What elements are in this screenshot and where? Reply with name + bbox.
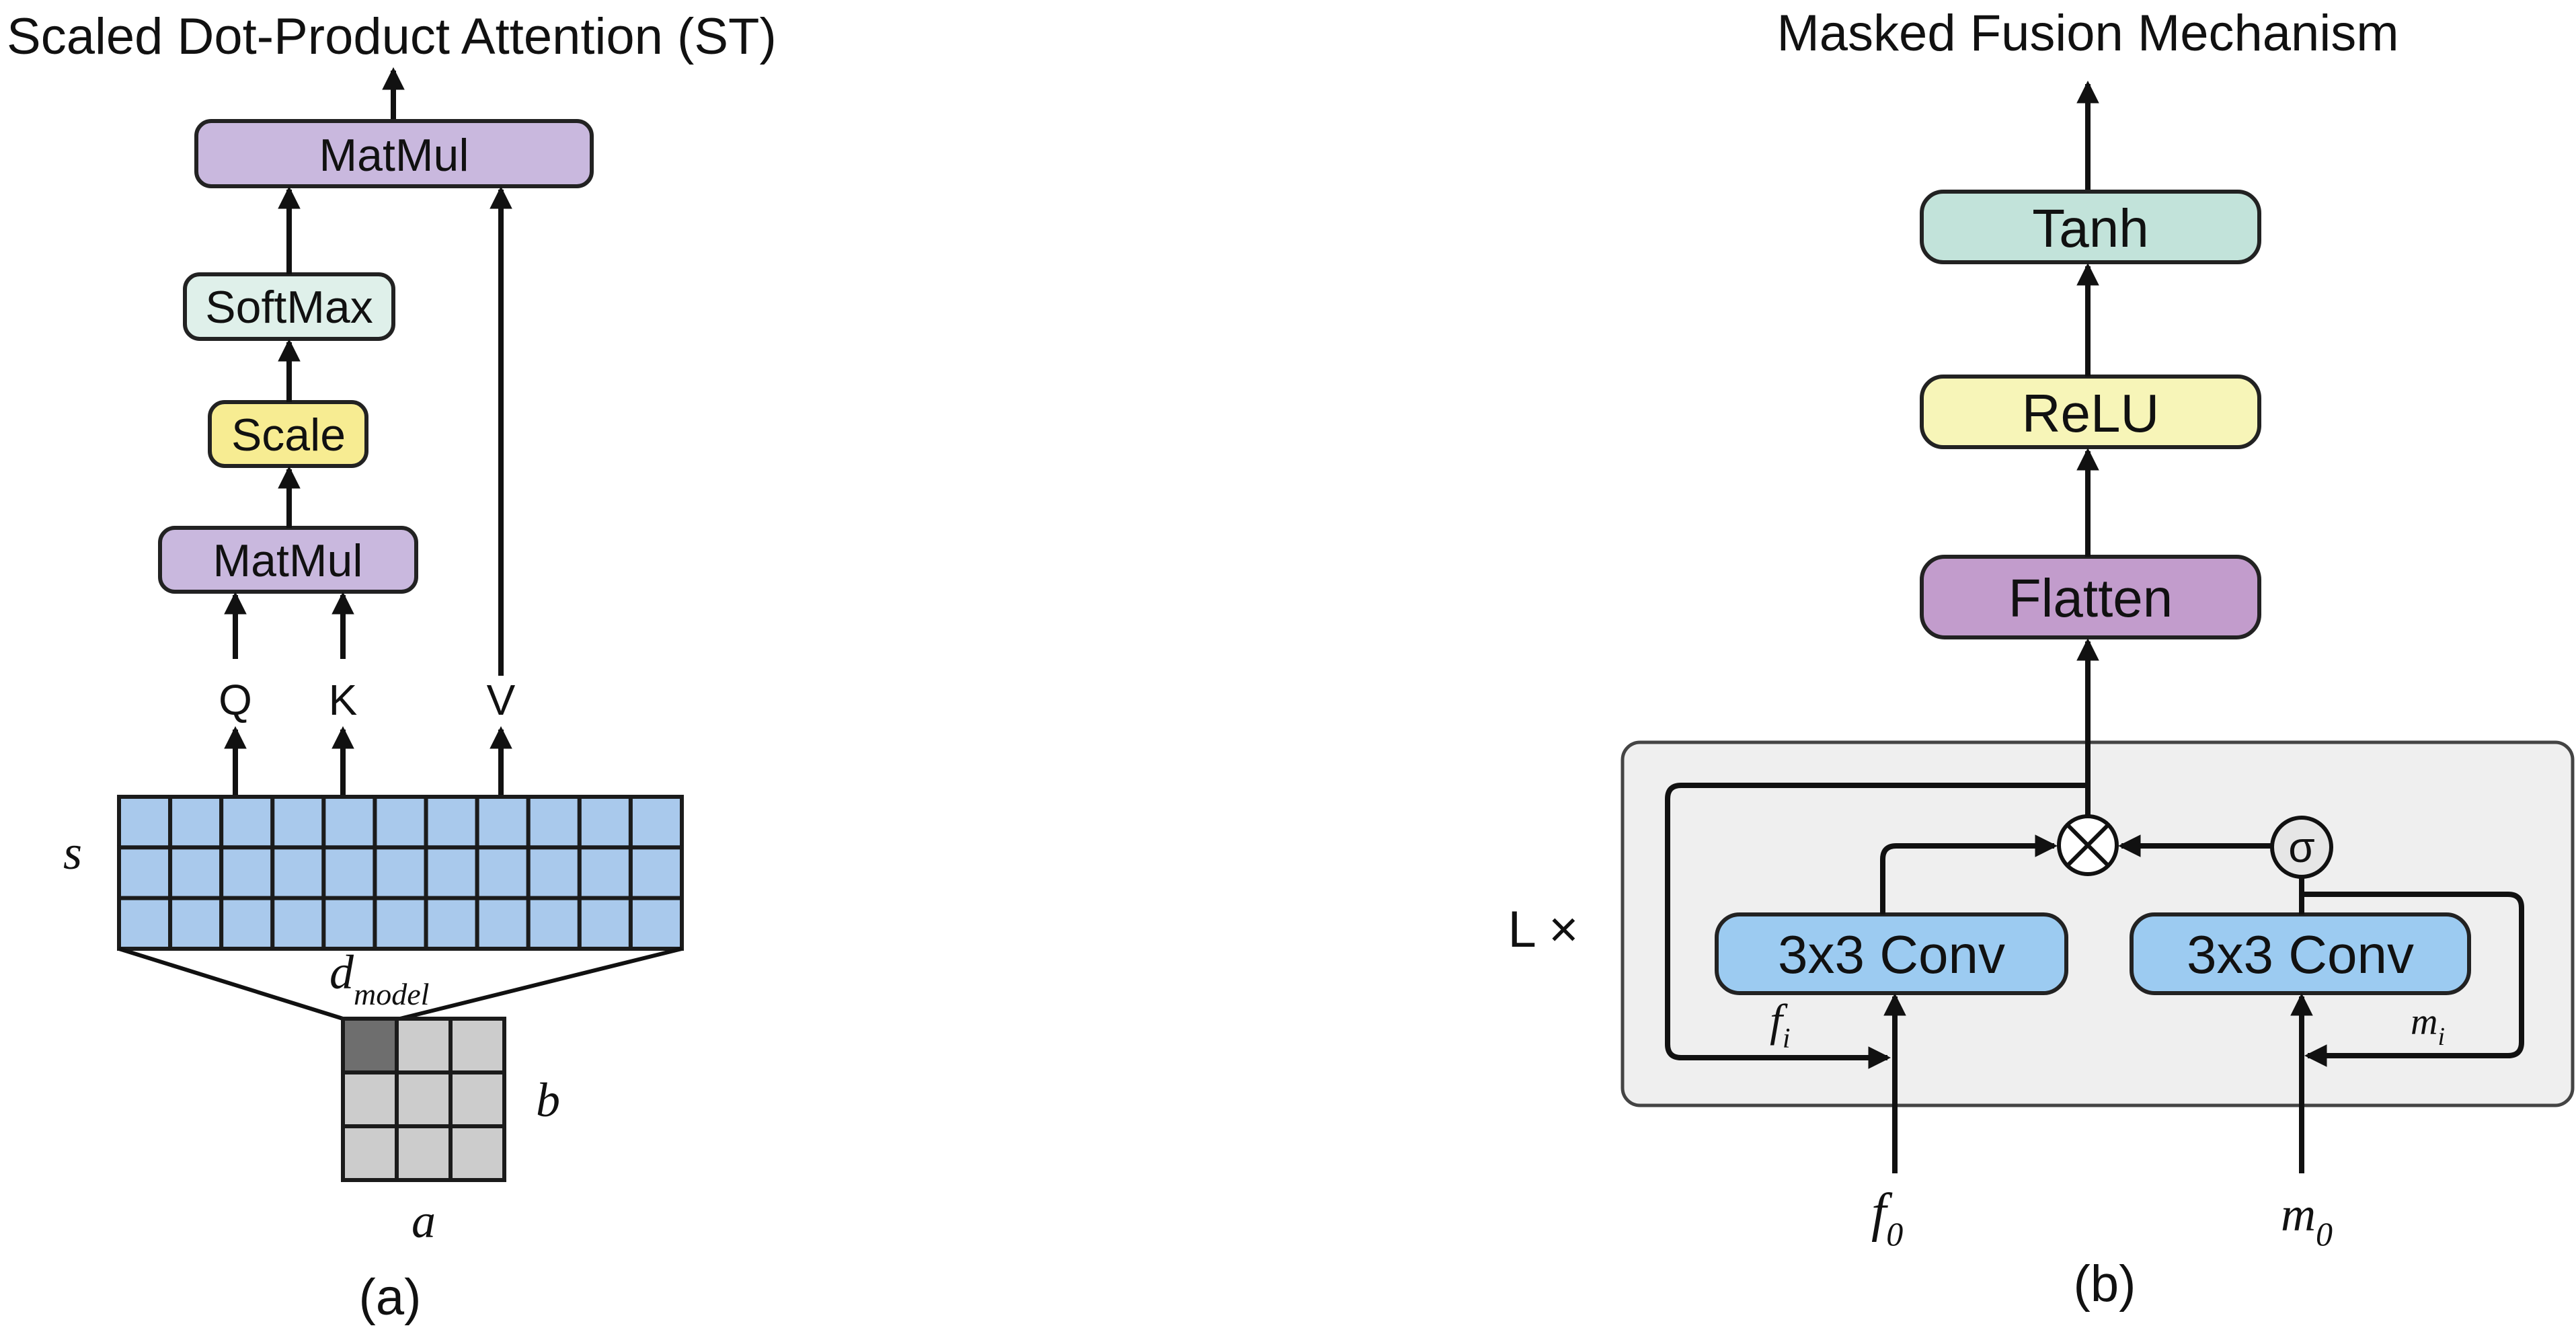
- grid-cell: [270, 795, 326, 850]
- caption-a: (a): [359, 1269, 422, 1326]
- softmax-label: SoftMax: [205, 282, 373, 333]
- token-embedding-grid: [117, 795, 685, 951]
- fi-subscript: i: [1783, 1023, 1791, 1054]
- patch-cell: [395, 1017, 453, 1074]
- panel-b: Masked Fusion Mechanism L × Tanh ReLU Fl…: [1508, 5, 2575, 1313]
- grid-cell: [270, 845, 326, 900]
- conv-right-label: 3x3 Conv: [2187, 925, 2414, 984]
- matmul-top-label: MatMul: [319, 130, 469, 181]
- grid-cell: [628, 896, 685, 951]
- s-label: s: [63, 826, 82, 879]
- grid-cell: [321, 795, 377, 850]
- grid-cell: [526, 896, 582, 951]
- grid-cell: [475, 845, 531, 900]
- k-label: K: [329, 676, 358, 724]
- patch-cell: [341, 1070, 399, 1128]
- grid-cell: [117, 896, 173, 951]
- d-model-main: d: [329, 945, 354, 999]
- grid-cell: [475, 896, 531, 951]
- grid-cell: [321, 896, 377, 951]
- flatten-label: Flatten: [2008, 568, 2173, 628]
- m0-label: m0: [2281, 1187, 2333, 1253]
- patch-cell: [341, 1124, 399, 1182]
- grid-cell: [117, 845, 173, 900]
- grid-cell: [168, 795, 224, 850]
- conv-left-label: 3x3 Conv: [1778, 925, 2005, 984]
- mi-main: m: [2411, 1001, 2437, 1043]
- grid-cell: [628, 795, 685, 850]
- feedback-loop-mi: [2302, 892, 2524, 1067]
- a-label: a: [412, 1194, 436, 1248]
- tanh-label: Tanh: [2032, 198, 2148, 258]
- caption-b: (b): [2074, 1255, 2136, 1313]
- grid-cell: [270, 896, 326, 951]
- grid-cell: [424, 845, 479, 900]
- grid-cell: [373, 795, 428, 850]
- repeat-block-container: [1621, 740, 2575, 1107]
- patch-grid: [341, 1017, 506, 1182]
- panel-b-title: Masked Fusion Mechanism: [1777, 5, 2398, 62]
- projection-line-right: [399, 947, 682, 1021]
- patch-cell: [395, 1124, 453, 1182]
- grid-cell: [577, 845, 633, 900]
- grid-cell: [168, 845, 224, 900]
- grid-cell: [577, 795, 633, 850]
- mi-subscript: i: [2437, 1023, 2445, 1051]
- d-model-subscript: model: [354, 977, 429, 1011]
- grid-cell: [526, 845, 582, 900]
- grid-cell: [117, 795, 173, 850]
- d-model-label: dmodel: [329, 945, 429, 1011]
- mi-label: mi: [2411, 1001, 2445, 1051]
- patch-cell: [448, 1070, 506, 1128]
- b-label: b: [536, 1073, 560, 1127]
- grid-cell: [219, 795, 275, 850]
- matmul-bottom-label: MatMul: [213, 535, 363, 586]
- grid-cell: [526, 795, 582, 850]
- patch-cell-highlighted: [341, 1017, 399, 1074]
- grid-cell: [168, 896, 224, 951]
- grid-cell: [219, 845, 275, 900]
- f0-subscript: 0: [1886, 1215, 1903, 1253]
- m0-main: m: [2281, 1187, 2316, 1241]
- relu-label: ReLU: [2022, 383, 2160, 443]
- grid-cell: [373, 845, 428, 900]
- grid-cell: [475, 795, 531, 850]
- grid-cell: [424, 896, 479, 951]
- v-label: V: [487, 676, 516, 724]
- multiply-cross-b: [2066, 823, 2110, 867]
- patch-cell: [395, 1070, 453, 1128]
- panel-a-title: Scaled Dot-Product Attention (ST): [7, 8, 777, 65]
- grid-cell: [424, 795, 479, 850]
- scale-label: Scale: [231, 409, 346, 461]
- patch-cell: [448, 1017, 506, 1074]
- matmul-top-box: [194, 119, 594, 188]
- q-label: Q: [219, 676, 252, 724]
- patch-cell: [448, 1124, 506, 1182]
- grid-cell: [577, 896, 633, 951]
- grid-cell: [321, 845, 377, 900]
- feedback-loop-fi: [1665, 783, 2088, 1069]
- m0-subscript: 0: [2316, 1215, 2333, 1253]
- repeat-label: L ×: [1508, 901, 1579, 958]
- grid-cell: [628, 845, 685, 900]
- projection-line-left: [118, 947, 344, 1021]
- grid-cell: [219, 896, 275, 951]
- f0-label: f0: [1871, 1183, 1903, 1253]
- panel-a: Scaled Dot-Product Attention (ST) MatMul…: [7, 8, 777, 1326]
- sigmoid-label: σ: [2288, 823, 2315, 871]
- conv-left-to-multiply-arrow: [1880, 834, 2058, 914]
- grid-cell: [373, 896, 428, 951]
- tanh-box: [1920, 190, 2261, 264]
